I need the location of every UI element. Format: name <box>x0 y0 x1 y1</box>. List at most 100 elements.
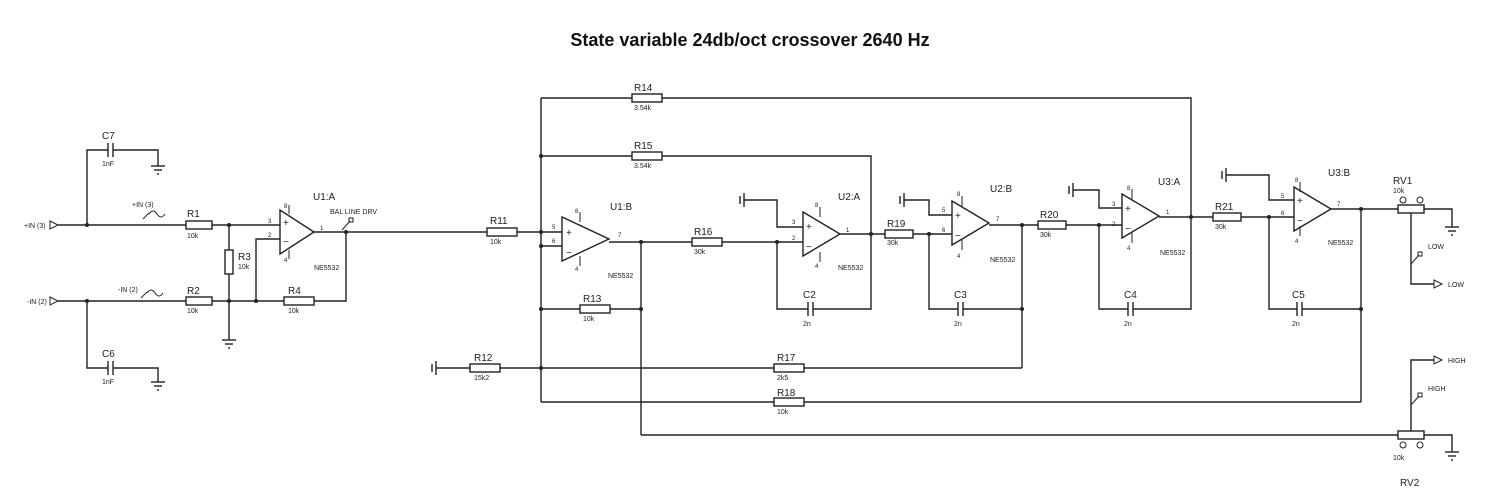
svg-text:8: 8 <box>815 203 819 209</box>
svg-text:+: + <box>955 211 961 222</box>
resistor-r2: R2 10k <box>185 286 213 315</box>
r12-ref: R12 <box>474 353 493 364</box>
c3-ref: C3 <box>954 290 967 301</box>
svg-text:+: + <box>806 222 812 233</box>
resistor-r11: R11 10k <box>486 216 518 246</box>
resistor-r12: R12 15k2 <box>469 353 501 382</box>
port-in-negative-label: -IN (2) <box>27 299 47 306</box>
opamp-u2b: + − 5 6 7 8 4 U2:B NE5532 <box>899 184 1015 264</box>
r20-value: 30k <box>1040 232 1052 239</box>
signal-source-positive: +IN (3) <box>132 202 166 220</box>
r18-ref: R18 <box>777 388 796 399</box>
c5-value: 2n <box>1292 321 1300 328</box>
u2a-ref: U2:A <box>838 192 861 203</box>
resistor-r3: R3 10k <box>224 249 251 275</box>
svg-text:3: 3 <box>792 220 796 226</box>
r16-value: 30k <box>694 249 706 256</box>
c2-value: 2n <box>803 321 811 328</box>
low-net-label: LOW <box>1428 244 1444 251</box>
svg-text:7: 7 <box>1337 202 1341 208</box>
r3-ref: R3 <box>238 252 251 263</box>
resistor-r21: R21 30k <box>1212 202 1242 231</box>
r2-ref: R2 <box>187 286 200 297</box>
svg-text:+: + <box>283 218 289 229</box>
svg-text:7: 7 <box>996 217 1000 223</box>
resistor-r4: R4 10k <box>283 286 315 315</box>
svg-text:2: 2 <box>1112 222 1116 228</box>
c4-ref: C4 <box>1124 290 1137 301</box>
r2-value: 10k <box>187 308 199 315</box>
opamp-u1a: + − 3 2 1 8 4 U1:A NE5532 <box>268 192 339 272</box>
u1b-part: NE5532 <box>608 273 633 280</box>
ground-symbol <box>151 165 165 175</box>
svg-text:6: 6 <box>1281 211 1285 217</box>
svg-text:−: − <box>1125 224 1131 235</box>
r3-value: 10k <box>238 264 250 271</box>
r4-ref: R4 <box>288 286 301 297</box>
rv2-value: 10k <box>1393 455 1405 462</box>
rv1-ref: RV1 <box>1393 176 1413 187</box>
port-in-positive: +IN (3) <box>24 220 60 230</box>
resistor-r20: R20 30k <box>1037 210 1067 239</box>
potentiometer-rv2: 10k RV2 <box>1393 430 1425 489</box>
u2a-part: NE5532 <box>838 265 863 272</box>
c4-value: 2n <box>1124 321 1132 328</box>
u3a-ref: U3:A <box>1158 177 1181 188</box>
r19-ref: R19 <box>887 219 906 230</box>
resistor-r16: R16 30k <box>691 227 723 256</box>
svg-text:8: 8 <box>1127 186 1131 192</box>
r14-ref: R14 <box>634 83 653 94</box>
ground-symbol <box>1445 226 1459 236</box>
rv1-value: 10k <box>1393 188 1405 195</box>
svg-text:2: 2 <box>792 236 796 242</box>
port-in-positive-label: +IN (3) <box>24 223 46 230</box>
svg-text:8: 8 <box>575 209 579 215</box>
svg-text:HIGH: HIGH <box>1448 358 1466 365</box>
svg-text:7: 7 <box>618 233 622 239</box>
potentiometer-rv1: RV1 10k <box>1393 176 1425 214</box>
u1a-part: NE5532 <box>314 265 339 272</box>
svg-text:4: 4 <box>1295 239 1299 245</box>
svg-text:LOW: LOW <box>1448 282 1464 289</box>
svg-text:6: 6 <box>942 228 946 234</box>
svg-text:8: 8 <box>957 192 961 198</box>
svg-text:−: − <box>806 242 812 253</box>
svg-text:1: 1 <box>320 226 324 232</box>
u1a-ref: U1:A <box>313 192 336 203</box>
ground-symbol <box>222 339 236 349</box>
r11-value: 10k <box>490 239 502 246</box>
svg-text:4: 4 <box>957 254 961 260</box>
r15-value: 3.54k <box>634 163 652 170</box>
opamp-u2a: + − 3 2 1 8 4 U2:A NE5532 <box>739 192 863 272</box>
resistor-r18: R18 10k <box>773 388 805 416</box>
signal-source-negative: -IN (2) <box>118 287 164 299</box>
c3-value: 2n <box>954 321 962 328</box>
svg-text:4: 4 <box>1127 246 1131 252</box>
svg-text:8: 8 <box>1295 178 1299 184</box>
r1-ref: R1 <box>187 209 200 220</box>
r18-value: 10k <box>777 409 789 416</box>
r1-value: 10k <box>187 233 199 240</box>
r11-ref: R11 <box>490 216 508 227</box>
c7-value: 1nF <box>102 161 114 168</box>
c7-ref: C7 <box>102 131 115 142</box>
port-low: LOW <box>1433 279 1464 289</box>
r13-ref: R13 <box>583 294 602 305</box>
schematic-title: State variable 24db/oct crossover 2640 H… <box>570 30 930 50</box>
r15-ref: R15 <box>634 141 653 152</box>
u3a-part: NE5532 <box>1160 250 1185 257</box>
u3b-part: NE5532 <box>1328 240 1353 247</box>
source-negative-label: -IN (2) <box>118 287 138 294</box>
ground-symbol <box>431 361 437 375</box>
c6-value: 1nF <box>102 379 114 386</box>
svg-text:3: 3 <box>1112 202 1116 208</box>
resistor-r17: R17 2k5 <box>773 353 805 382</box>
net-label-bal-line-drv: BAL LINE DRV <box>330 209 377 231</box>
svg-text:−: − <box>1297 216 1303 227</box>
opamp-u3a: + − 3 2 1 8 4 U3:A NE5532 <box>1068 177 1185 257</box>
resistor-r13: R13 10k <box>579 294 611 323</box>
u3b-ref: U3:B <box>1328 168 1351 179</box>
svg-text:+: + <box>1125 204 1131 215</box>
svg-text:4: 4 <box>575 267 579 273</box>
